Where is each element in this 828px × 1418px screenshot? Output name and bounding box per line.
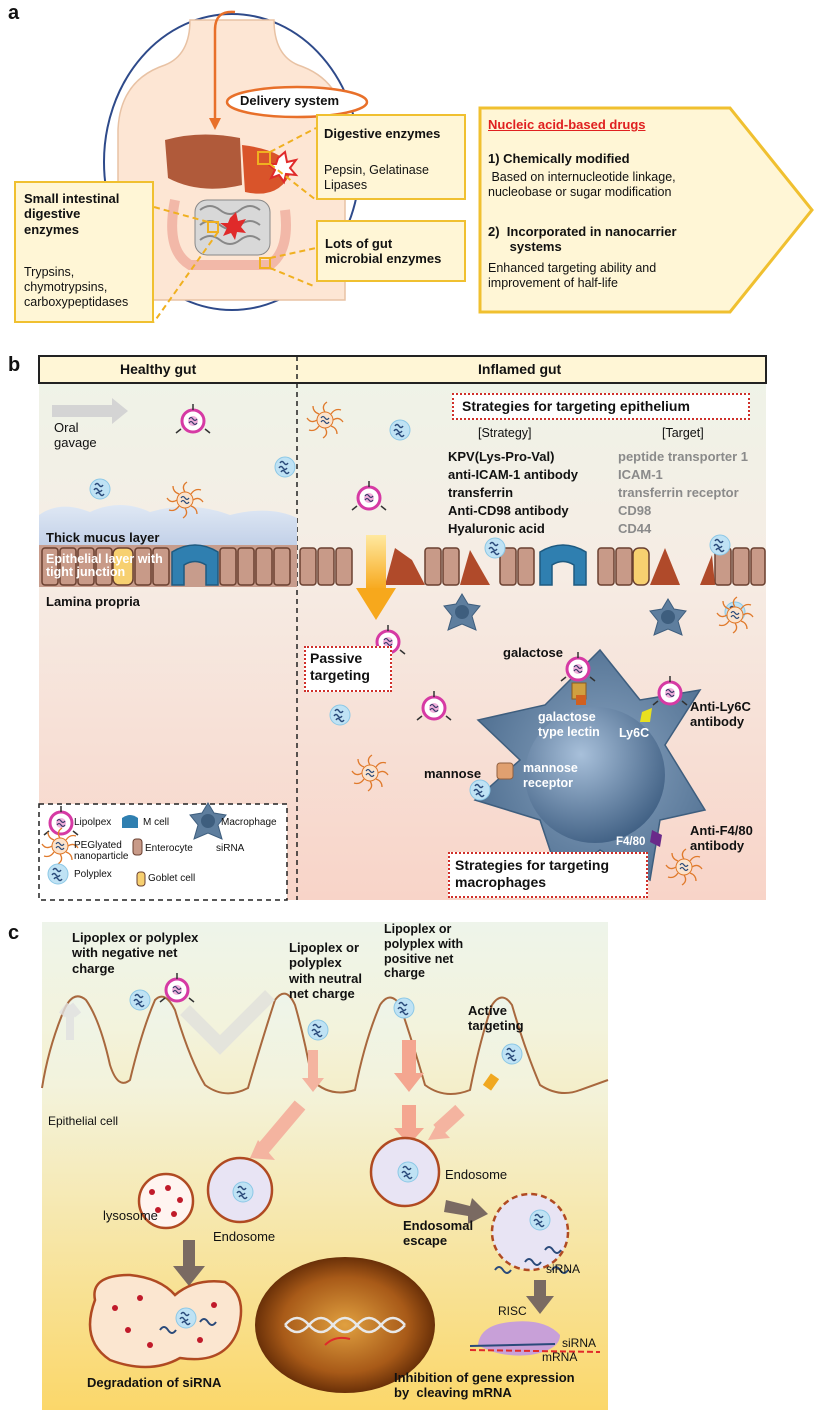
neutral-charge-label: Lipoplex or polyplex with neutral net ch… xyxy=(289,940,362,1001)
panel-c-letter: c xyxy=(8,922,20,944)
legend-pegylated: PEGlyated nanoparticle xyxy=(74,840,129,862)
anti-f480-label: Anti-F4/80 antibody xyxy=(690,823,753,854)
legend-sirna: siRNA xyxy=(216,843,245,854)
target-item: peptide transporter 1 xyxy=(618,449,749,464)
target-header: [Target] xyxy=(662,426,704,440)
digestive-enzymes-box xyxy=(316,114,466,200)
gut-microbial-title: Lots of gut microbial enzymes xyxy=(325,236,442,267)
endosome-right-label: Endosome xyxy=(445,1167,508,1182)
strategy-item: transferrin xyxy=(448,485,514,500)
oral-gavage-label: Oral gavage xyxy=(54,420,97,451)
strategy-item: anti-ICAM-1 antibody xyxy=(448,467,578,482)
target-item: CD44 xyxy=(618,521,652,536)
small-intestinal-body: Trypsins, chymotrypsins, carboxypeptidas… xyxy=(24,265,129,309)
macrophage-strategies-title: Strategies for targeting macrophages xyxy=(455,857,610,890)
ly6c-label: Ly6C xyxy=(619,726,650,740)
active-targeting-label: Active targeting xyxy=(468,1003,524,1034)
panel-a-letter: a xyxy=(8,2,20,24)
legend-m-cell: M cell xyxy=(143,817,170,828)
nucleic-item2-body: Enhanced targeting ability and improveme… xyxy=(488,261,657,290)
strategy-header: [Strategy] xyxy=(478,426,532,440)
digestive-enzymes-body: Pepsin, Gelatinase Lipases xyxy=(324,163,429,192)
target-item: transferrin receptor xyxy=(618,485,739,500)
f480-label: F4/80 xyxy=(616,836,646,848)
panel-a-graphics xyxy=(103,10,814,323)
healthy-gut-label: Healthy gut xyxy=(120,361,197,377)
lamina-propria-label: Lamina propria xyxy=(46,594,140,609)
negative-charge-label: Lipoplex or polyplex with negative net c… xyxy=(72,930,199,976)
inflamed-gut-label: Inflamed gut xyxy=(478,361,562,377)
endosome-left-label: Endosome xyxy=(213,1229,276,1244)
passive-targeting-label: Passive targeting xyxy=(310,650,370,683)
anti-ly6c-label: Anti-Ly6C antibody xyxy=(690,699,751,730)
macrophage-strategies-box xyxy=(448,852,648,898)
gut-microbial-box xyxy=(316,220,466,282)
nucleic-item1-body: Based on internucleotide linkage, nucleo… xyxy=(488,170,676,199)
digestive-enzymes-title: Digestive enzymes xyxy=(324,126,441,141)
small-intestinal-box xyxy=(14,181,154,323)
epithelial-layer-label: Epithelial layer with tight junction xyxy=(46,552,163,580)
lysosome-label: lysosome xyxy=(103,1208,158,1223)
inhibition-label: Inhibition of gene expression by cleavin… xyxy=(394,1370,575,1401)
galactose-lectin-label: galactose type lectin xyxy=(538,710,600,739)
mannose-label: mannose xyxy=(424,766,482,781)
strategy-item: Hyaluronic acid xyxy=(448,521,545,536)
legend-goblet: Goblet cell xyxy=(148,873,196,884)
strategy-item: KPV(Lys-Pro-Val) xyxy=(448,449,555,464)
mrna-label: mRNA xyxy=(542,1350,578,1364)
sirna-label: siRNA xyxy=(546,1262,581,1276)
panel-b-graphics xyxy=(38,355,767,901)
passive-targeting-box xyxy=(304,646,392,692)
galactose-label: galactose xyxy=(503,645,563,660)
target-item: ICAM-1 xyxy=(618,467,663,482)
legend-macrophage: Macrophage xyxy=(221,817,277,828)
target-item: CD98 xyxy=(618,503,652,518)
positive-charge-label: Lipoplex or polyplex with positive net c… xyxy=(384,922,464,981)
panel-b-letter: b xyxy=(8,354,21,376)
nucleic-item1-title: 1) Chemically modified xyxy=(488,151,630,166)
nucleic-acid-title: Nucleic acid-based drugs xyxy=(488,117,646,132)
thick-mucus-label: Thick mucus layer xyxy=(46,530,160,545)
legend-lipolpex: Lipolpex xyxy=(74,817,112,828)
strategy-item: Anti-CD98 antibody xyxy=(448,503,569,518)
delivery-system-label: Delivery system xyxy=(240,93,340,108)
panel-c-graphics xyxy=(41,922,609,1410)
legend-polyplex: Polyplex xyxy=(74,869,112,880)
sirna2-label: siRNA xyxy=(562,1336,597,1350)
mannose-receptor-label: mannose receptor xyxy=(523,761,578,790)
small-intestinal-title: Small intestinal digestive enzymes xyxy=(24,191,120,237)
risc-label: RISC xyxy=(498,1304,527,1318)
epithelium-strategies-box xyxy=(452,393,750,420)
legend-enterocyte: Enterocyte xyxy=(145,843,193,854)
epithelial-cell-label: Epithelial cell xyxy=(48,1114,119,1128)
degradation-label: Degradation of siRNA xyxy=(87,1375,222,1390)
endosomal-escape-label: Endosomal escape xyxy=(403,1218,474,1249)
epithelium-strategies-title: Strategies for targeting epithelium xyxy=(462,398,690,414)
nucleic-item2-title: 2) Incorporated in nanocarrier systems xyxy=(488,224,677,255)
